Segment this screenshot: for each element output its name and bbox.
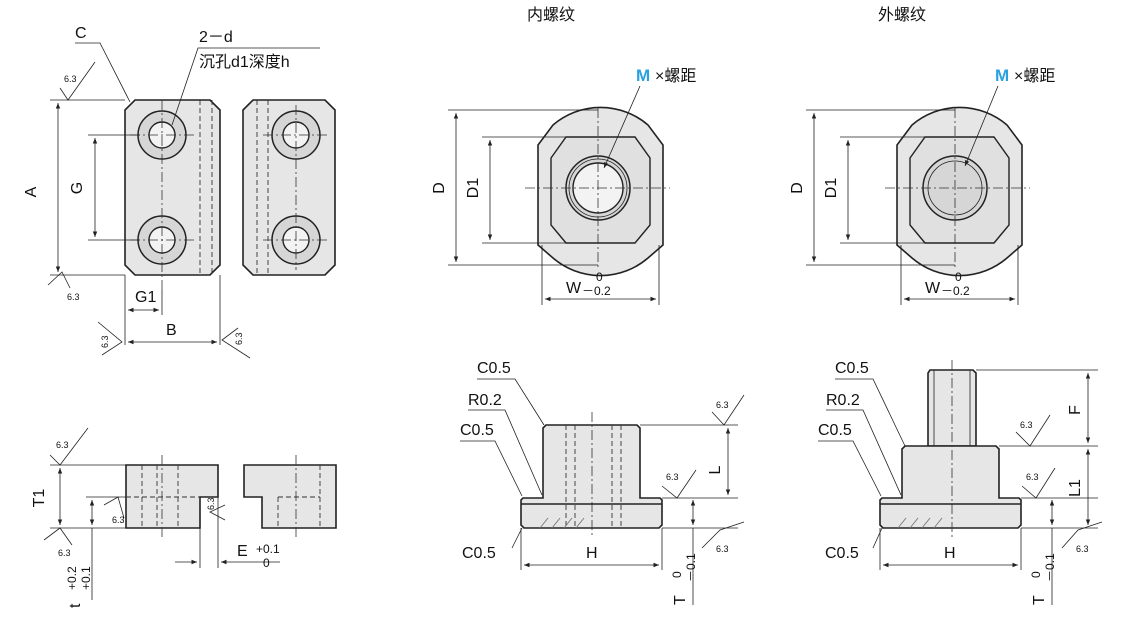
roughness-mark: 6.3 — [711, 394, 745, 426]
dim-L-internal: L — [707, 465, 724, 474]
dim-W-internal: W — [566, 280, 582, 297]
label-counterbore: 沉孔d1深度h — [199, 53, 290, 71]
svg-text:6.3: 6.3 — [716, 400, 729, 410]
dim-W-tol-lower-internal: －0.2 — [582, 284, 611, 298]
heading-internal-thread: 内螺纹 — [527, 6, 575, 24]
dim-T-tol-lower-external: －0.1 — [1043, 553, 1057, 582]
dim-H-internal: H — [586, 545, 598, 562]
label-chamfer-C: C — [75, 25, 87, 42]
dim-E-tol-upper: +0.1 — [256, 542, 280, 556]
svg-text:6.3: 6.3 — [1076, 544, 1089, 554]
label-c05-mid-internal: C0.5 — [460, 422, 494, 439]
roughness-mark: 6.3 — [701, 521, 745, 554]
dim-T-tol-upper-external: 0 — [1029, 571, 1043, 578]
dim-G1: G1 — [135, 289, 156, 306]
dim-E: E — [237, 543, 248, 560]
svg-text:6.3: 6.3 — [56, 440, 69, 450]
roughness-mark: 6.3 — [97, 321, 123, 356]
svg-text:6.3: 6.3 — [64, 74, 77, 84]
dim-W-tol-lower-external: －0.2 — [941, 284, 970, 298]
internal-top-view — [525, 106, 670, 277]
svg-text:6.3: 6.3 — [58, 548, 71, 558]
dim-W-tol-upper-external: 0 — [955, 270, 962, 284]
external-side-view — [879, 360, 1022, 538]
dim-T-external: T — [1031, 595, 1048, 605]
dim-T1: T1 — [31, 489, 48, 508]
svg-text:6.3: 6.3 — [67, 292, 80, 302]
plate-top-view — [124, 99, 221, 290]
dim-G: G — [69, 182, 86, 194]
svg-text:6.3: 6.3 — [716, 544, 729, 554]
label-r02-external: R0.2 — [826, 392, 860, 409]
label-pitch-external: ×螺距 — [1014, 67, 1055, 85]
roughness-mark: 6.3 — [221, 327, 251, 359]
internal-side-view — [520, 412, 663, 538]
roughness-mark: 6.3 — [661, 469, 697, 499]
dim-A: A — [23, 186, 40, 197]
heading-external-thread: 外螺纹 — [878, 6, 926, 24]
svg-text:6.3: 6.3 — [206, 497, 216, 510]
dim-t: t — [67, 603, 84, 608]
plate-mirror-view — [242, 99, 336, 276]
dim-W-external: W — [925, 280, 941, 297]
dim-H-external: H — [944, 545, 956, 562]
label-holes: 2－d — [199, 29, 233, 46]
roughness-mark: 6.3 — [1021, 467, 1056, 499]
roughness-mark: 6.3 — [59, 61, 96, 101]
label-c05-bot-internal: C0.5 — [462, 545, 496, 562]
svg-text:6.3: 6.3 — [100, 335, 110, 348]
roughness-mark: 6.3 — [43, 527, 73, 558]
label-thread-M-internal: M — [636, 66, 650, 85]
dim-D1-internal: D1 — [465, 178, 482, 199]
label-c05-mid-external: C0.5 — [818, 422, 852, 439]
plate-side-view — [125, 455, 219, 538]
roughness-mark: 6.3 — [206, 497, 226, 521]
dim-T-tol-lower-internal: －0.1 — [684, 553, 698, 582]
dim-W-tol-upper-internal: 0 — [596, 270, 603, 284]
svg-text:6.3: 6.3 — [1026, 472, 1039, 482]
label-r02-internal: R0.2 — [468, 392, 502, 409]
dim-L1-external: L1 — [1067, 479, 1084, 497]
label-c05-top-internal: C0.5 — [477, 360, 511, 377]
dim-D1-external: D1 — [823, 178, 840, 199]
roughness-mark: 6.3 — [1061, 521, 1103, 554]
dim-B: B — [166, 322, 177, 339]
roughness-mark: 6.3 — [47, 271, 80, 302]
label-c05-bot-external: C0.5 — [825, 545, 859, 562]
roughness-mark: 6.3 — [49, 427, 89, 466]
dim-D-external: D — [789, 182, 806, 194]
dim-F-external: F — [1067, 405, 1084, 415]
svg-text:6.3: 6.3 — [666, 472, 679, 482]
svg-text:6.3: 6.3 — [112, 515, 125, 525]
external-top-view — [885, 106, 1030, 277]
plate-side-mirror-view — [243, 455, 337, 538]
dim-t-tol-upper: +0.2 — [65, 566, 79, 590]
dim-t-tol-lower: +0.1 — [79, 566, 93, 590]
svg-text:6.3: 6.3 — [1020, 420, 1033, 430]
label-thread-M-external: M — [995, 66, 1009, 85]
dim-D-internal: D — [431, 182, 448, 194]
roughness-mark: 6.3 — [1015, 414, 1051, 447]
svg-text:6.3: 6.3 — [234, 332, 244, 345]
label-c05-top-external: C0.5 — [835, 360, 869, 377]
dim-T-internal: T — [672, 595, 689, 605]
dim-E-tol-lower: 0 — [263, 556, 270, 570]
label-pitch-internal: ×螺距 — [655, 67, 696, 85]
roughness-mark: 6.3 — [103, 496, 125, 525]
dim-T-tol-upper-internal: 0 — [670, 571, 684, 578]
